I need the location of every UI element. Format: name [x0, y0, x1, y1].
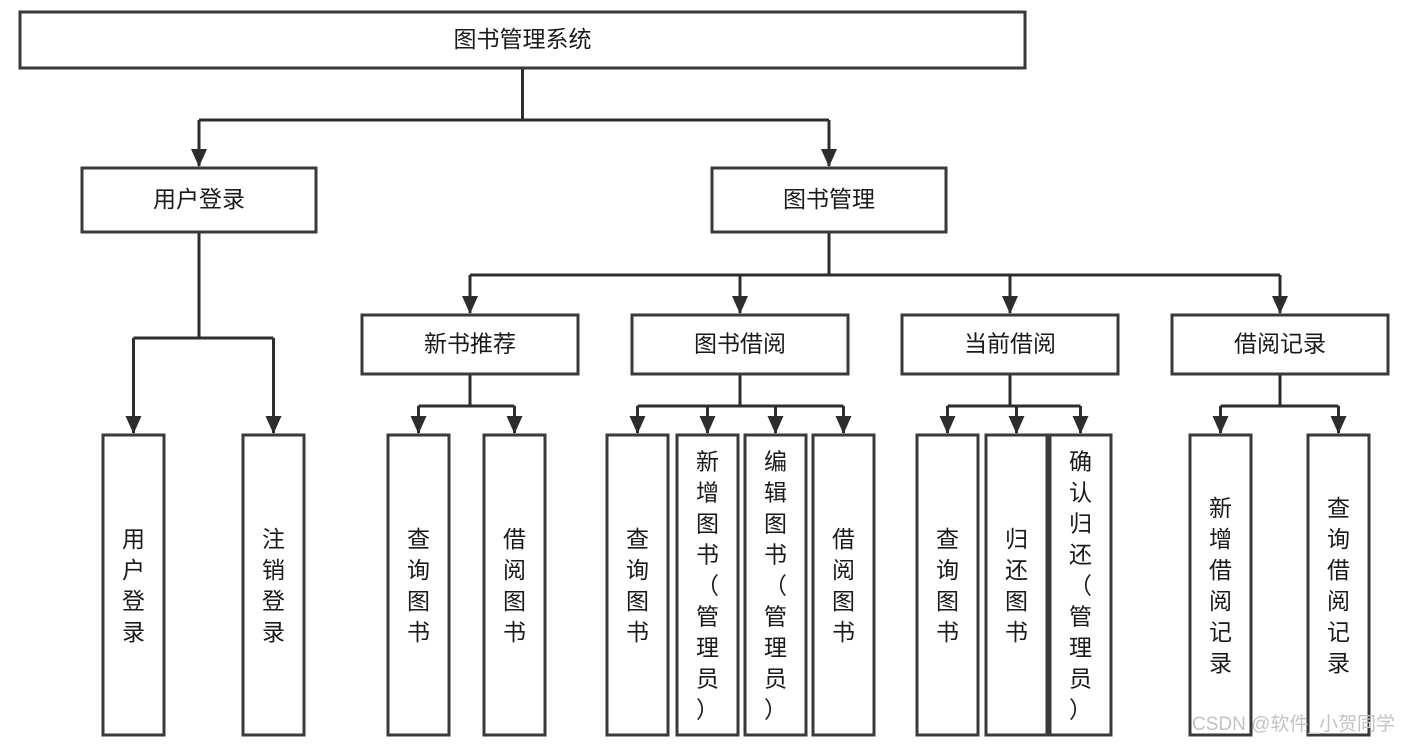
node-leaf-4[interactable]: 借阅图书 — [482, 433, 547, 737]
arrow-head-icon — [1002, 296, 1018, 314]
arrow-head-icon — [1008, 416, 1025, 434]
node-newbook[interactable]: 新书推荐 — [360, 313, 580, 376]
node-box — [386, 433, 451, 737]
arrow-head-icon — [835, 416, 852, 434]
arrow-head-icon — [265, 416, 282, 434]
arrow-head-icon — [732, 296, 748, 314]
node-leaf-1[interactable]: 用户登录 — [101, 433, 166, 737]
node-borrow[interactable]: 图书借阅 — [630, 313, 850, 376]
node-leaf-13[interactable]: 查询借阅记录 — [1306, 433, 1371, 737]
arrow-head-icon — [1330, 416, 1347, 434]
node-label: 当前借阅 — [964, 331, 1056, 357]
node-box — [241, 433, 306, 737]
node-box — [18, 10, 1027, 70]
node-leaf-2[interactable]: 注销登录 — [241, 433, 306, 737]
node-label: 查询借阅记录 — [1327, 495, 1350, 676]
node-leaf-7[interactable]: 编辑图书（管理员） — [743, 433, 808, 737]
arrow-head-icon — [767, 416, 784, 434]
node-label: 归还图书 — [1005, 526, 1028, 645]
node-leaf-12[interactable]: 新增借阅记录 — [1188, 433, 1253, 737]
node-box — [80, 166, 318, 234]
node-label: 图书管理系统 — [454, 26, 592, 52]
node-label: 借阅记录 — [1234, 331, 1326, 357]
arrow-head-icon — [506, 416, 523, 434]
node-box — [1306, 433, 1371, 737]
arrow-head-icon — [462, 296, 478, 314]
node-leaf-8[interactable]: 借阅图书 — [811, 433, 876, 737]
node-label: 借阅图书 — [503, 526, 526, 645]
node-box — [915, 433, 980, 737]
node-login[interactable]: 用户登录 — [80, 166, 318, 234]
arrow-head-icon — [939, 416, 956, 434]
arrow-head-icon — [1272, 296, 1288, 314]
node-current[interactable]: 当前借阅 — [900, 313, 1120, 376]
node-leaf-10[interactable]: 归还图书 — [984, 433, 1049, 737]
node-box — [811, 433, 876, 737]
arrow-head-icon — [629, 416, 646, 434]
node-leaf-9[interactable]: 查询图书 — [915, 433, 980, 737]
node-label: 用户登录 — [153, 186, 245, 212]
node-leaf-3[interactable]: 查询图书 — [386, 433, 451, 737]
node-label: 注销登录 — [262, 526, 285, 645]
node-box — [1188, 433, 1253, 737]
node-label: 查询图书 — [407, 526, 430, 645]
node-label: 查询图书 — [626, 526, 649, 645]
arrow-head-icon — [821, 149, 837, 167]
arrow-head-icon — [699, 416, 716, 434]
node-bookmgmt[interactable]: 图书管理 — [710, 166, 948, 234]
node-record[interactable]: 借阅记录 — [1170, 313, 1390, 376]
node-box — [675, 433, 740, 737]
node-label: 新增图书（管理员） — [696, 449, 719, 723]
node-label: 查询图书 — [936, 526, 959, 645]
arrow-head-icon — [125, 416, 142, 434]
node-box — [360, 313, 580, 376]
node-box — [630, 313, 850, 376]
node-box — [482, 433, 547, 737]
arrow-head-icon — [410, 416, 427, 434]
node-box — [1170, 313, 1390, 376]
node-root[interactable]: 图书管理系统 — [18, 10, 1027, 70]
node-leaf-11[interactable]: 确认归还（管理员） — [1048, 433, 1113, 737]
node-box — [101, 433, 166, 737]
connector-layer — [125, 68, 1347, 434]
node-label: 借阅图书 — [832, 526, 855, 645]
arrow-head-icon — [1212, 416, 1229, 434]
node-box — [710, 166, 948, 234]
node-label: 图书管理 — [783, 186, 875, 212]
arrow-head-icon — [1072, 416, 1089, 434]
node-label: 新增借阅记录 — [1209, 495, 1232, 676]
node-label: 图书借阅 — [694, 331, 786, 357]
arrow-head-icon — [191, 149, 207, 167]
node-leaf-5[interactable]: 查询图书 — [605, 433, 670, 737]
watermark-label: CSDN @软件_小贺同学 — [1192, 713, 1395, 735]
node-leaf-6[interactable]: 新增图书（管理员） — [675, 433, 740, 737]
node-box — [900, 313, 1120, 376]
node-label: 新书推荐 — [424, 331, 516, 357]
node-label: 确认归还（管理员） — [1069, 449, 1092, 723]
node-box — [1048, 433, 1113, 737]
node-label: 用户登录 — [122, 526, 145, 645]
node-label: 编辑图书（管理员） — [764, 449, 787, 723]
node-box — [605, 433, 670, 737]
node-box — [984, 433, 1049, 737]
node-box — [743, 433, 808, 737]
node-layer: 图书管理系统用户登录图书管理新书推荐图书借阅当前借阅借阅记录用户登录注销登录查询… — [18, 10, 1390, 737]
